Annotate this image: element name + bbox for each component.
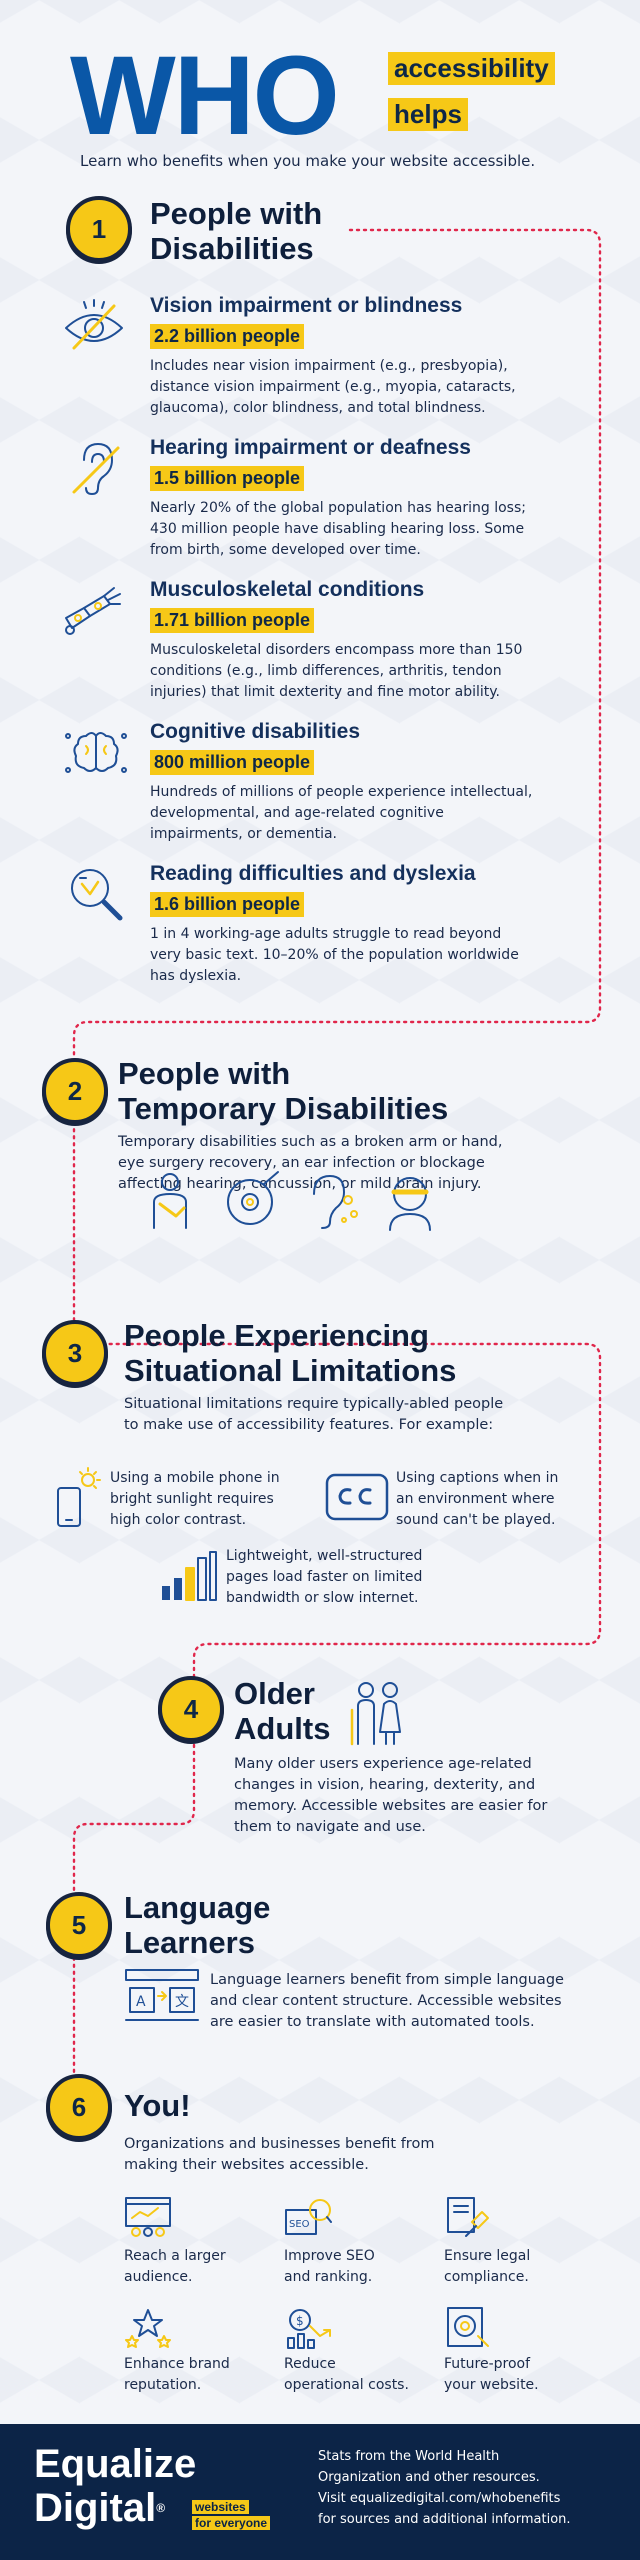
section-5-body: Language learners benefit from simple la… (210, 1972, 564, 2030)
older-adults-icon (350, 1682, 401, 1746)
reduce-costs-icon: $ (287, 2309, 331, 2349)
ear-slash-icon (72, 443, 120, 495)
section-5-title: Language Learners (124, 1890, 271, 1960)
section-number-3: 3 (42, 1320, 108, 1386)
brand-stars-icon (125, 2309, 171, 2348)
translate-icon: A 文 (125, 1969, 199, 2021)
section-number-2: 2 (42, 1058, 108, 1124)
concussion-icon (389, 1177, 431, 1231)
section-3-title: People Experiencing Situational Limitati… (124, 1318, 457, 1388)
item-body-vision: Includes near vision impairment (e.g., p… (150, 358, 516, 416)
badge-hearing: 1.5 billion people (150, 466, 305, 491)
example-captions-text: Using captions when in an environment wh… (396, 1470, 559, 1528)
logo-equalize[interactable]: Equalize (34, 2442, 197, 2486)
benefit-seo-text: Improve SEO and ranking. (284, 2248, 375, 2285)
hero-tag-1: accessibility (388, 52, 555, 85)
item-title-musculoskeletal: Musculoskeletal conditions (150, 578, 425, 601)
item-body-reading: 1 in 4 working-age adults struggle to re… (150, 926, 519, 984)
badge-reading: 1.6 billion people (150, 892, 305, 917)
broken-arm-icon (153, 1173, 187, 1229)
item-body-cognitive: Hundreds of millions of people experienc… (150, 784, 533, 842)
section-6-title: You! (124, 2088, 191, 2123)
section-4-body: Many older users experience age-related … (234, 1756, 548, 1835)
section-2-title: People with Temporary Disabilities (118, 1056, 449, 1126)
legal-gavel-icon (447, 2197, 489, 2237)
badge-vision: 2.2 billion people (150, 324, 305, 349)
section-4-title: Older Adults (234, 1676, 331, 1746)
prosthetic-arm-icon (65, 587, 121, 635)
section-number-4: 4 (158, 1676, 224, 1742)
item-title-reading: Reading difficulties and dyslexia (150, 862, 476, 885)
benefit-legal-text: Ensure legal compliance. (444, 2248, 531, 2285)
closed-captions-icon (325, 1473, 389, 1521)
benefit-brand-text: Enhance brand reputation. (124, 2356, 230, 2393)
item-body-musculoskeletal: Musculoskeletal disorders encompass more… (150, 642, 523, 700)
item-title-hearing: Hearing impairment or deafness (150, 436, 471, 459)
brain-icon (65, 732, 127, 773)
ear-infection-icon (313, 1175, 358, 1229)
magnifier-text-icon (71, 869, 123, 921)
phone-sun-icon (57, 1467, 101, 1527)
svg-text:$: $ (296, 2314, 304, 2328)
hero-tag-2: helps (388, 98, 468, 131)
footer (0, 2424, 640, 2560)
section-1-title: People with Disabilities (150, 196, 323, 266)
logo-tagline: websites for everyone (192, 2498, 271, 2530)
section-number-5: 5 (46, 1892, 112, 1958)
benefit-audience-text: Reach a larger audience. (124, 2248, 226, 2285)
benefit-future-text: Future-proof your website. (444, 2356, 539, 2393)
badge-musculoskeletal: 1.71 billion people (150, 608, 315, 633)
future-proof-icon (447, 2307, 489, 2347)
item-body-hearing: Nearly 20% of the global population has … (150, 500, 526, 558)
eye-slash-icon (65, 299, 123, 350)
example-phone-text: Using a mobile phone in bright sunlight … (110, 1470, 280, 1528)
eye-surgery-icon (227, 1171, 279, 1225)
signal-bars-icon (162, 1551, 217, 1601)
seo-icon: SEO (285, 2199, 332, 2235)
badge-cognitive: 800 million people (150, 750, 315, 775)
section-3-body: Situational limitations require typicall… (124, 1396, 504, 1433)
footer-sources-text: Stats from the World Health Organization… (318, 2449, 571, 2527)
example-bandwidth-text: Lightweight, well-structured pages load … (226, 1548, 423, 1606)
subtitle: Learn who benefits when you make your we… (80, 152, 536, 170)
hero-word: WHO (70, 33, 340, 158)
svg-text:SEO: SEO (289, 2219, 310, 2230)
section-number-6: 6 (46, 2074, 112, 2140)
section-number-1: 1 (66, 196, 132, 262)
item-title-cognitive: Cognitive disabilities (150, 720, 361, 743)
audience-icon (125, 2197, 171, 2237)
svg-text:文: 文 (175, 1994, 189, 2010)
svg-text:A: A (136, 1994, 146, 2010)
section-2-body: Temporary disabilities such as a broken … (118, 1134, 503, 1192)
benefit-costs-text: Reduce operational costs. (284, 2356, 409, 2393)
logo-digital[interactable]: Digital® (34, 2486, 166, 2530)
item-title-vision: Vision impairment or blindness (150, 294, 463, 317)
section-6-body: Organizations and businesses benefit fro… (124, 2136, 435, 2173)
